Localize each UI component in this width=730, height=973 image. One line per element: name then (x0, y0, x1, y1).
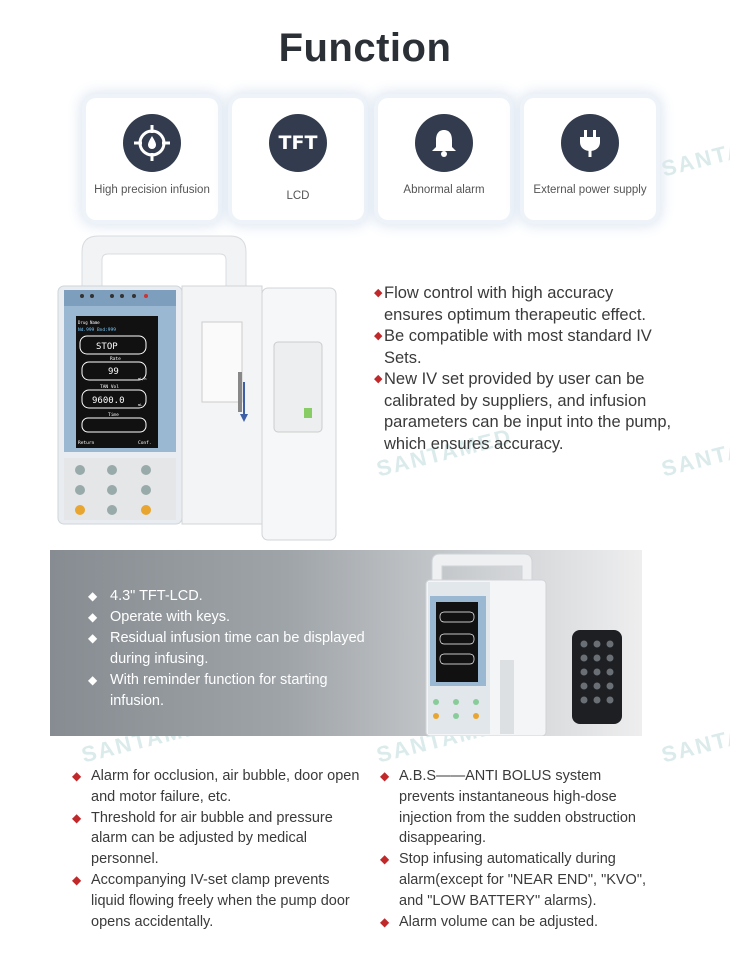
device-return-label: Return (78, 440, 95, 446)
feature-card-alarm: Abnormal alarm (378, 98, 510, 220)
diamond-bullet-icon: ◆ (380, 914, 390, 929)
diamond-bullet-icon: ◆ (72, 872, 82, 887)
list-item: ◆ With reminder function for starting inf… (88, 670, 378, 712)
list-item: ◆ Operate with keys. (88, 607, 378, 628)
list-item-text: New IV set provided by user can be calib… (384, 370, 672, 453)
infusion-pump-image: Drug Name Nd.999 Bnd:999 STOP Rate 99 mL… (57, 235, 337, 541)
diamond-bullet-icon: ◆ (72, 769, 82, 783)
page-title: Function (278, 26, 452, 70)
diamond-bullet-icon: ◆ (374, 330, 383, 342)
plug-icon (561, 114, 619, 172)
list-item: ◆New IV set provided by user can be cali… (374, 369, 674, 455)
bell-icon (415, 114, 473, 172)
section-alarm-list-right: ◆ A.B.S——ANTI BOLUS system prevents insta… (380, 766, 660, 932)
device-rate-label: Rate (110, 356, 121, 362)
diamond-bullet-icon: ◆ (374, 287, 383, 299)
list-item: ◆ A.B.S——ANTI BOLUS system prevents insta… (380, 766, 660, 849)
list-item-text: Flow control with high accuracy ensures … (384, 284, 647, 324)
diamond-bullet-icon: ◆ (380, 769, 390, 783)
device-vol-label: TAN Vol (100, 384, 119, 390)
section-display-list: ◆ 4.3" TFT-LCD. ◆ Operate with keys. ◆ Resi… (88, 586, 378, 712)
feature-card-lcd: TFT LCD (232, 98, 364, 220)
feature-cards: High precision infusion TFT LCD Abnormal… (86, 98, 656, 222)
device-rate-value: 99 (108, 367, 119, 377)
diamond-bullet-icon: ◆ (88, 589, 98, 603)
device-status: STOP (96, 342, 118, 352)
list-item: ◆ Stop infusing automatically during alar… (380, 849, 660, 911)
section-alarm-list-left: ◆ Alarm for occlusion, air bubble, door o… (72, 766, 362, 932)
feature-card-precision: High precision infusion (86, 98, 218, 220)
list-item-text: Threshold for air bubble and pressure al… (91, 809, 333, 868)
list-item: ◆ 4.3" TFT-LCD. (88, 586, 378, 607)
list-item: ◆ Accompanying IV-set clamp prevents liqu… (72, 870, 362, 932)
infusion-pump-small-image (425, 553, 547, 736)
device-vol-value: 9600.0 (92, 396, 125, 406)
feature-card-power: External power supply (524, 98, 656, 220)
watermark: SANTAMED (658, 123, 730, 182)
section-accuracy-list: ◆Flow control with high accuracy ensures… (374, 283, 674, 455)
target-drop-icon (123, 114, 181, 172)
diamond-bullet-icon: ◆ (374, 373, 383, 385)
device-time-label: Time (108, 412, 119, 418)
list-item-text: Alarm for occlusion, air bubble, door op… (91, 768, 360, 805)
feature-label: LCD (286, 190, 310, 202)
diamond-bullet-icon: ◆ (88, 673, 98, 687)
list-item: ◆Be compatible with most standard IV Set… (374, 326, 674, 369)
list-item-text: Alarm volume can be adjusted. (399, 913, 599, 930)
device-confirm-label: Conf. (138, 440, 152, 446)
remote-control-image (572, 630, 622, 724)
device-rate-unit: mL/h (138, 377, 146, 381)
feature-label: Abnormal alarm (403, 184, 485, 196)
list-item-text: 4.3" TFT-LCD. (110, 588, 203, 604)
device-screen-title: Drug Name (78, 320, 100, 325)
list-item: ◆ Alarm volume can be adjusted. (380, 912, 660, 933)
list-item-text: Operate with keys. (110, 609, 231, 625)
list-item-text: Stop infusing automatically during alarm… (399, 851, 647, 909)
list-item: ◆ Alarm for occlusion, air bubble, door o… (72, 766, 362, 808)
tft-icon-text: TFT (278, 132, 318, 154)
feature-label: External power supply (533, 184, 647, 196)
feature-label: High precision infusion (94, 184, 210, 196)
device-screen-counter: Nd.999 Bnd:999 (78, 327, 116, 333)
list-item-text: With reminder function for starting infu… (110, 672, 328, 709)
diamond-bullet-icon: ◆ (88, 610, 98, 624)
diamond-bullet-icon: ◆ (72, 810, 82, 825)
list-item: ◆Flow control with high accuracy ensures… (374, 283, 674, 326)
tft-icon: TFT (269, 114, 327, 172)
list-item: ◆ Residual infusion time can be displayed… (88, 628, 378, 670)
diamond-bullet-icon: ◆ (88, 631, 98, 645)
diamond-bullet-icon: ◆ (380, 852, 390, 867)
list-item-text: A.B.S——ANTI BOLUS system prevents instan… (399, 768, 636, 847)
list-item: ◆ Threshold for air bubble and pressure a… (72, 808, 362, 870)
list-item-text: Residual infusion time can be displayed … (110, 630, 365, 667)
list-item-text: Be compatible with most standard IV Sets… (384, 327, 652, 367)
watermark: SANTAMED (658, 709, 730, 768)
device-vol-unit: mL (138, 403, 142, 407)
list-item-text: Accompanying IV-set clamp prevents liqui… (91, 871, 350, 930)
